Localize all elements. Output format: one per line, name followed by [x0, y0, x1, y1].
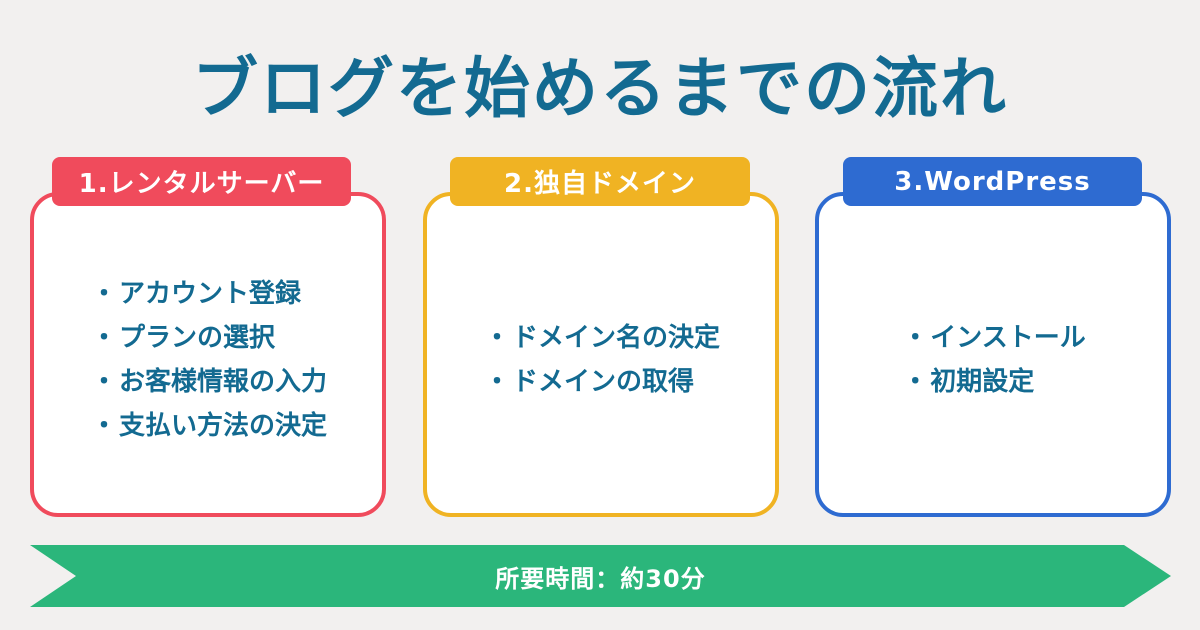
bullet-icon: ・ [902, 323, 929, 353]
step-label-domain: 2.独自ドメイン [450, 157, 750, 206]
step-label-rental-server: 1.レンタルサーバー [52, 157, 351, 206]
timeline-label: 所要時間：約30分 [495, 564, 706, 593]
step-item-list: ・アカウント登録 ・プランの選択 ・お客様情報の入力 ・支払い方法の決定 [34, 272, 382, 448]
bullet-icon: ・ [483, 367, 510, 397]
bullet-icon: ・ [90, 279, 117, 309]
step-item: ・プランの選択 [89, 316, 327, 360]
step-item: ・ドメインの取得 [482, 360, 720, 404]
step-card-wordpress: ・インストール ・初期設定 [815, 192, 1171, 517]
step-card-domain: ・ドメイン名の決定 ・ドメインの取得 [423, 192, 779, 517]
bullet-icon: ・ [90, 323, 117, 353]
step-item: ・インストール [900, 316, 1086, 360]
page-title: ブログを始めるまでの流れ [192, 50, 1008, 127]
bullet-icon: ・ [90, 411, 117, 441]
step-item: ・ドメイン名の決定 [482, 316, 720, 360]
bullet-icon: ・ [902, 367, 929, 397]
step-item: ・アカウント登録 [89, 272, 327, 316]
step-item: ・初期設定 [900, 360, 1085, 404]
step-item-list: ・インストール ・初期設定 [819, 316, 1167, 404]
bullet-icon: ・ [90, 367, 117, 397]
step-item: ・お客様情報の入力 [89, 360, 327, 404]
step-card-rental-server: ・アカウント登録 ・プランの選択 ・お客様情報の入力 ・支払い方法の決定 [30, 192, 386, 517]
bullet-icon: ・ [483, 323, 510, 353]
step-label-wordpress: 3.WordPress [843, 157, 1142, 206]
step-item: ・支払い方法の決定 [89, 404, 327, 448]
step-item-list: ・ドメイン名の決定 ・ドメインの取得 [427, 316, 775, 404]
timeline-arrow: 所要時間：約30分 [30, 545, 1171, 607]
arrow-shape-icon [30, 545, 1171, 607]
